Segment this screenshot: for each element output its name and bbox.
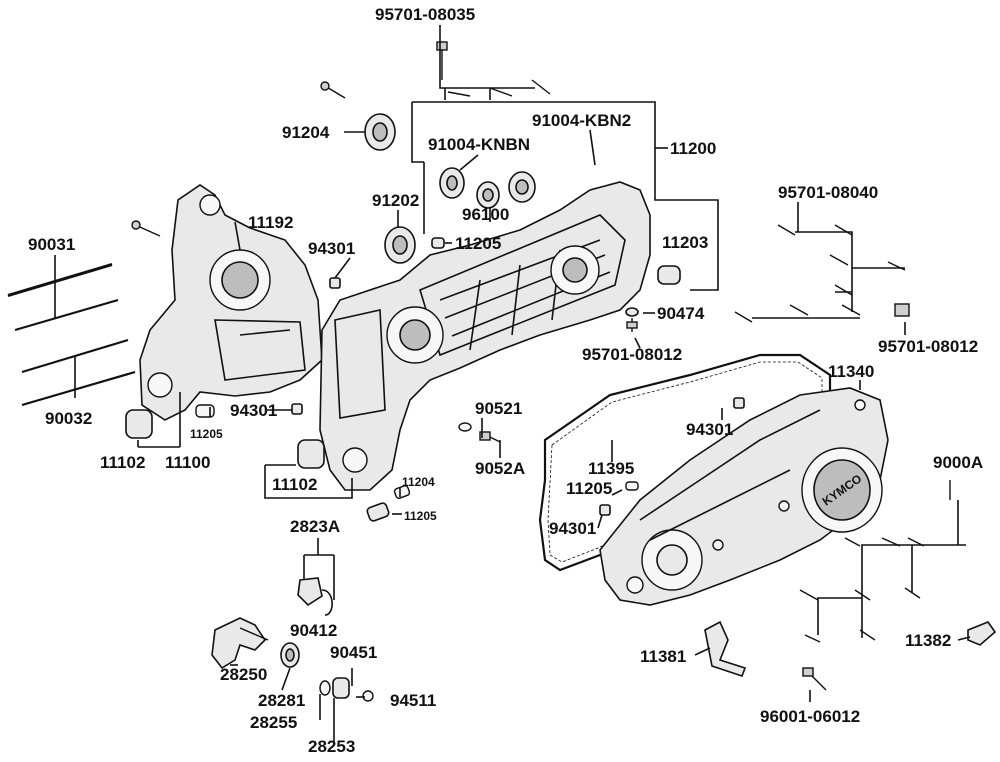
label-11395: 11395 [588, 459, 634, 478]
bushing-11203 [657, 265, 681, 285]
label-94301-top: 94301 [308, 239, 355, 258]
washer-90451 [319, 680, 331, 696]
part-number-labels: 95701-08035 91204 91004-KBN2 91004-KNBN … [28, 5, 983, 756]
label-11382: 11382 [905, 631, 951, 650]
bearing-91004-kbn2 [508, 171, 536, 203]
label-11340: 11340 [828, 362, 874, 381]
label-11102-left: 11102 [100, 453, 145, 472]
label-96001-06012: 96001-06012 [760, 707, 860, 726]
label-94511: 94511 [390, 691, 436, 710]
bolts-95701-08040 [734, 224, 906, 323]
pin-11204 [393, 485, 411, 499]
bolt-95701-08012-right [894, 303, 910, 317]
dowel-94301-gasket [599, 397, 745, 516]
label-11205-left: 11205 [190, 427, 223, 441]
washer-90474 [625, 307, 639, 332]
crankcase-left-half [139, 184, 323, 421]
bearing-96100 [476, 181, 500, 209]
stud-bolts-group [7, 262, 136, 407]
bushing-11102-center [297, 439, 325, 469]
seal-28281 [280, 642, 300, 668]
label-95701-08012-right: 95701-08012 [878, 337, 978, 356]
pin-11205-center [366, 502, 390, 522]
bearing-91202 [384, 226, 416, 264]
bolt-part [131, 220, 161, 237]
label-9052a: 9052A [475, 459, 525, 478]
bolt-9052a [479, 431, 501, 443]
label-95701-08040: 95701-08040 [778, 183, 878, 202]
label-9000a: 9000A [933, 453, 983, 472]
label-95701-08035: 95701-08035 [375, 5, 475, 24]
label-91204: 91204 [282, 123, 330, 142]
pin-11205 [431, 237, 445, 249]
label-94301-gasket: 94301 [549, 519, 596, 538]
label-91202: 91202 [372, 191, 419, 210]
label-94301-cover: 94301 [686, 420, 733, 439]
label-90412: 90412 [290, 621, 337, 640]
bearing-91004-knbn [439, 167, 465, 199]
clip-94511 [362, 690, 374, 702]
leader-lines [209, 129, 971, 702]
label-28281: 28281 [258, 691, 305, 710]
crankcase-right-half [319, 181, 651, 491]
label-11205-top: 11205 [455, 234, 501, 253]
label-91004-knbn: 91004-KNBN [428, 135, 530, 154]
bushing-28253 [332, 677, 350, 699]
kickstart-spindle-28250 [211, 617, 269, 670]
label-94301-left: 94301 [230, 401, 277, 420]
pin-11205-gasket [625, 481, 639, 491]
clip-11382 [967, 621, 997, 646]
label-11205-gasket: 11205 [566, 479, 612, 498]
crankcase-cover-11340: KYMCO [599, 387, 889, 606]
bearing-91204 [364, 113, 396, 151]
label-11102-center: 11102 [272, 475, 317, 494]
label-11204: 11204 [402, 475, 435, 489]
label-96100: 96100 [462, 205, 509, 224]
dowel-94301 [329, 277, 341, 289]
label-11100: 11100 [165, 453, 210, 472]
label-28253: 28253 [308, 737, 355, 756]
label-11203: 11203 [662, 233, 708, 252]
dowel-94301-left [291, 403, 303, 415]
label-90474: 90474 [657, 304, 705, 323]
bushing-11102-left [125, 409, 153, 439]
pin-11205-left [195, 404, 215, 418]
label-90031: 90031 [28, 235, 75, 254]
label-90521: 90521 [475, 399, 522, 418]
label-11192: 11192 [248, 213, 293, 232]
bolts-95701-08035 [320, 41, 551, 99]
spring-2823a [297, 577, 333, 616]
label-28255: 28255 [250, 713, 297, 732]
label-11205-center: 11205 [404, 509, 437, 523]
bolt-96001-06012 [802, 667, 827, 691]
label-90451: 90451 [330, 643, 377, 662]
label-28250: 28250 [220, 665, 267, 684]
label-95701-08012-center: 95701-08012 [582, 345, 682, 364]
label-11381: 11381 [640, 647, 686, 666]
bracket-11381 [704, 620, 747, 678]
washer-90521 [458, 422, 472, 432]
label-91004-kbn2: 91004-KBN2 [532, 111, 631, 130]
label-90032: 90032 [45, 409, 92, 428]
label-11200: 11200 [670, 139, 716, 158]
label-2823a: 2823A [290, 517, 340, 536]
